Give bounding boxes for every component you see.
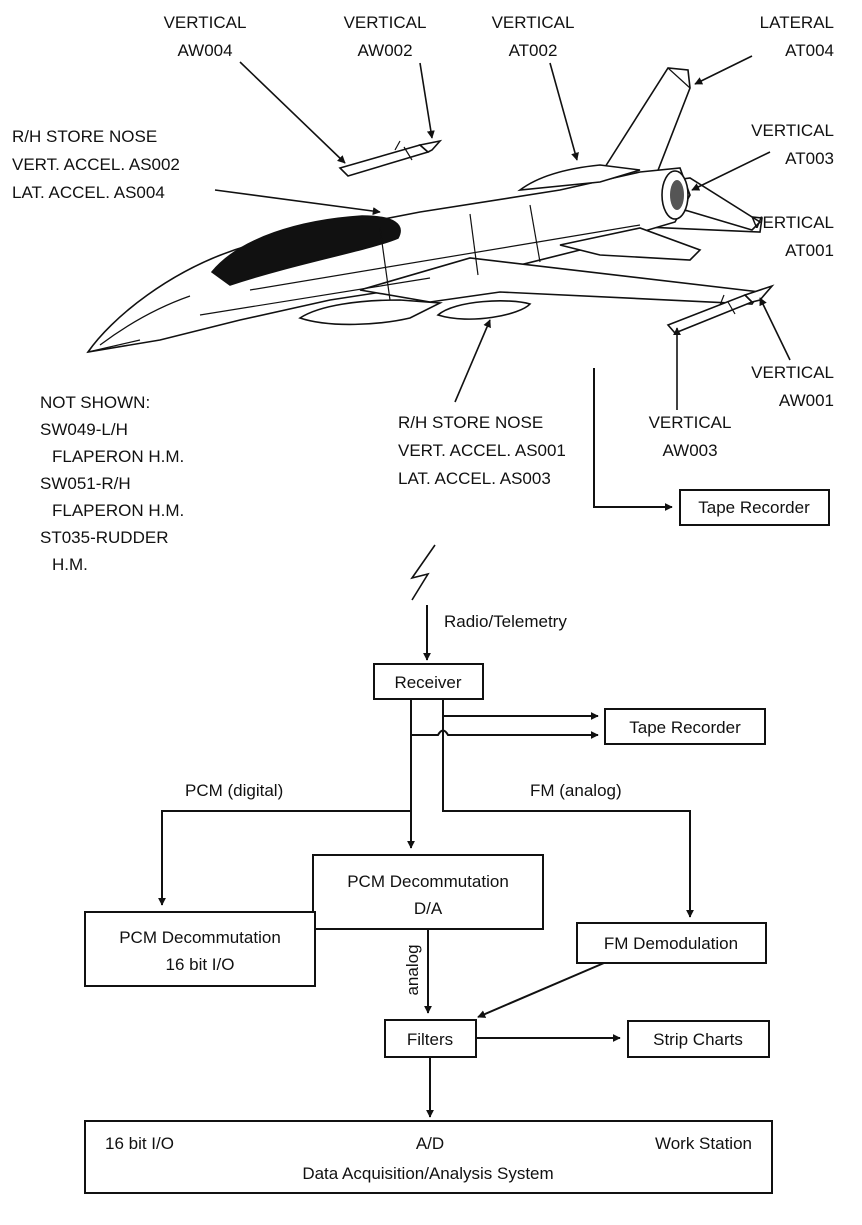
- svg-text:VERTICAL: VERTICAL: [751, 363, 834, 382]
- svg-text:Filters: Filters: [407, 1030, 453, 1049]
- svg-text:AT004: AT004: [785, 41, 834, 60]
- ground-tape-recorder-box: Tape Recorder: [604, 708, 766, 745]
- sensor-at003-label: VERTICAL AT003: [751, 121, 834, 168]
- sensor-aw001-label: VERTICAL AW001: [751, 363, 834, 410]
- svg-text:LAT. ACCEL. AS003: LAT. ACCEL. AS003: [398, 469, 551, 488]
- svg-text:AW004: AW004: [177, 41, 232, 60]
- svg-text:AW002: AW002: [357, 41, 412, 60]
- svg-text:A/D: A/D: [416, 1134, 444, 1153]
- sensor-at004-label: LATERAL AT004: [760, 13, 834, 60]
- svg-text:AT003: AT003: [785, 149, 834, 168]
- data-acquisition-system-box: 16 bit I/O A/D Work Station Data Acquisi…: [84, 1120, 773, 1194]
- svg-text:VERTICAL: VERTICAL: [751, 213, 834, 232]
- svg-text:FLAPERON H.M.: FLAPERON H.M.: [52, 447, 184, 466]
- svg-text:SW049-L/H: SW049-L/H: [40, 420, 128, 439]
- svg-text:Receiver: Receiver: [394, 673, 461, 692]
- svg-text:NOT SHOWN:: NOT SHOWN:: [40, 393, 150, 412]
- svg-text:SW051-R/H: SW051-R/H: [40, 474, 131, 493]
- sensor-at001-label: VERTICAL AT001: [751, 213, 834, 260]
- sensor-aw004-leader: [239, 61, 346, 164]
- svg-text:LAT. ACCEL. AS004: LAT. ACCEL. AS004: [12, 183, 165, 202]
- svg-text:16 bit I/O: 16 bit I/O: [166, 955, 235, 974]
- fm-branch-line: [442, 716, 694, 918]
- svg-text:AW001: AW001: [779, 391, 834, 410]
- svg-text:VERT. ACCEL. AS002: VERT. ACCEL. AS002: [12, 155, 180, 174]
- svg-text:H.M.: H.M.: [52, 555, 88, 574]
- sensor-aw001-leader: [759, 297, 791, 361]
- svg-text:VERTICAL: VERTICAL: [751, 121, 834, 140]
- store-nose-right-leader: [454, 319, 491, 403]
- svg-text:R/H STORE NOSE: R/H STORE NOSE: [12, 127, 157, 146]
- sensor-aw002-label: VERTICAL AW002: [344, 13, 427, 60]
- sensor-at002-label: VERTICAL AT002: [492, 13, 575, 60]
- strip-charts-box: Strip Charts: [627, 1020, 770, 1058]
- svg-text:Work Station: Work Station: [655, 1134, 752, 1153]
- svg-text:D/A: D/A: [414, 899, 443, 918]
- sensor-aw003-label: VERTICAL AW003: [649, 413, 732, 460]
- svg-text:AW003: AW003: [662, 441, 717, 460]
- svg-text:PCM Decommutation: PCM Decommutation: [347, 872, 509, 891]
- svg-text:AT002: AT002: [509, 41, 558, 60]
- pcm-decommutation-da-box: PCM Decommutation D/A: [312, 854, 544, 930]
- svg-text:VERTICAL: VERTICAL: [492, 13, 575, 32]
- svg-text:PCM Decommutation: PCM Decommutation: [119, 928, 281, 947]
- svg-text:LATERAL: LATERAL: [760, 13, 834, 32]
- f16-aircraft-illustration: [86, 67, 775, 354]
- svg-text:ST035-RUDDER: ST035-RUDDER: [40, 528, 168, 547]
- svg-text:FM Demodulation: FM Demodulation: [604, 934, 738, 953]
- svg-text:Strip Charts: Strip Charts: [653, 1030, 743, 1049]
- radio-telemetry-label: Radio/Telemetry: [444, 612, 567, 631]
- store-nose-left-label: R/H STORE NOSE VERT. ACCEL. AS002 LAT. A…: [12, 127, 180, 202]
- svg-text:FLAPERON H.M.: FLAPERON H.M.: [52, 501, 184, 520]
- store-nose-right-label: R/H STORE NOSE VERT. ACCEL. AS001 LAT. A…: [398, 413, 566, 488]
- fm-analog-label: FM (analog): [530, 781, 622, 800]
- pcm-decommutation-io-box: PCM Decommutation 16 bit I/O: [84, 911, 316, 987]
- fm-to-filters-line: [477, 962, 605, 1018]
- onboard-recorder-line: [593, 368, 673, 511]
- svg-text:Tape Recorder: Tape Recorder: [698, 498, 810, 517]
- svg-text:16 bit I/O: 16 bit I/O: [105, 1134, 174, 1153]
- svg-text:VERTICAL: VERTICAL: [164, 13, 247, 32]
- svg-text:VERTICAL: VERTICAL: [344, 13, 427, 32]
- pcm-branch-line: [158, 735, 412, 906]
- receiver-to-recorder-upper: [442, 699, 599, 720]
- sensor-at003-leader: [691, 151, 771, 191]
- left-wingtip-missile: [338, 139, 443, 177]
- svg-text:VERTICAL: VERTICAL: [649, 413, 732, 432]
- onboard-tape-recorder-box: Tape Recorder: [679, 489, 830, 526]
- analog-label: analog: [403, 944, 422, 995]
- receiver-box: Receiver: [373, 663, 484, 700]
- svg-text:VERT. ACCEL. AS001: VERT. ACCEL. AS001: [398, 441, 566, 460]
- sensor-aw002-leader: [419, 62, 435, 139]
- not-shown-list: NOT SHOWN: SW049-L/H FLAPERON H.M. SW051…: [40, 393, 184, 574]
- store-nose-left-leader: [214, 189, 381, 216]
- sensor-at002-leader: [549, 62, 579, 161]
- telemetry-lightning-icon: [410, 544, 436, 601]
- sensor-at004-leader: [694, 55, 753, 85]
- sensor-aw004-label: VERTICAL AW004: [164, 13, 247, 60]
- fm-demodulation-box: FM Demodulation: [576, 922, 767, 964]
- svg-text:Tape Recorder: Tape Recorder: [629, 718, 741, 737]
- svg-text:R/H STORE NOSE: R/H STORE NOSE: [398, 413, 543, 432]
- svg-text:Data Acquisition/Analysis Syst: Data Acquisition/Analysis System: [302, 1164, 553, 1183]
- svg-text:AT001: AT001: [785, 241, 834, 260]
- filters-box: Filters: [384, 1019, 477, 1058]
- pcm-digital-label: PCM (digital): [185, 781, 283, 800]
